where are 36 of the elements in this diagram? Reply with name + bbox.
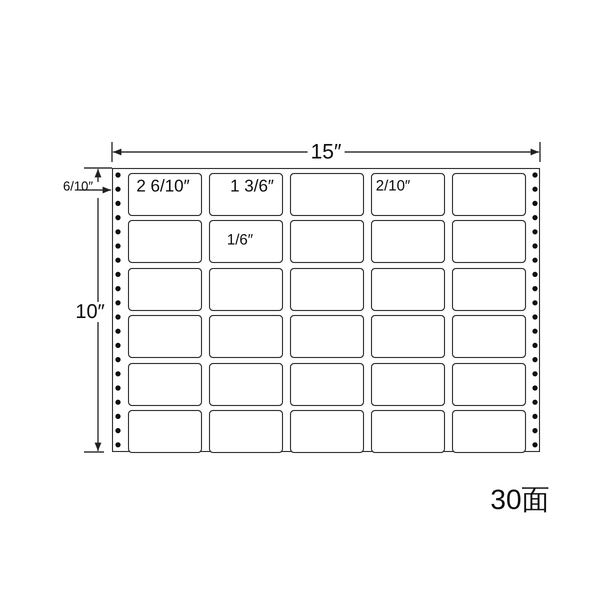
label-cell — [209, 410, 283, 453]
label-cell — [452, 410, 526, 453]
label-cell — [209, 268, 283, 311]
label-cell — [290, 362, 364, 406]
label-cell — [452, 362, 526, 406]
dimension-text: 1 3/6″ — [230, 178, 274, 194]
label-cell — [128, 220, 202, 264]
label-count-text: 30面 — [490, 486, 550, 514]
label-cell — [452, 315, 526, 358]
label-cell — [290, 173, 364, 216]
dimension-text: 2 6/10″ — [136, 178, 190, 194]
dimension-text: 2/10″ — [376, 178, 410, 194]
label-cell — [209, 220, 283, 264]
dimension-text: 1/6″ — [226, 232, 254, 248]
label-cell — [371, 173, 445, 216]
label-cell — [371, 220, 445, 264]
label-cell — [209, 362, 283, 406]
dimension-text: 6/10″ — [63, 180, 93, 192]
label-cell — [209, 173, 283, 216]
label-cell — [128, 173, 202, 216]
label-cell — [128, 315, 202, 358]
label-cell — [371, 410, 445, 453]
label-cell — [290, 410, 364, 453]
label-cell — [290, 220, 364, 264]
label-cell — [371, 315, 445, 358]
label-cell — [452, 173, 526, 216]
label-cell — [452, 268, 526, 311]
label-cell — [128, 268, 202, 311]
label-cell — [128, 410, 202, 453]
label-cell — [371, 268, 445, 311]
label-cell — [290, 315, 364, 358]
label-cell — [452, 220, 526, 264]
label-cell — [290, 268, 364, 311]
label-cell — [128, 362, 202, 406]
label-cell — [209, 315, 283, 358]
label-cell — [371, 362, 445, 406]
